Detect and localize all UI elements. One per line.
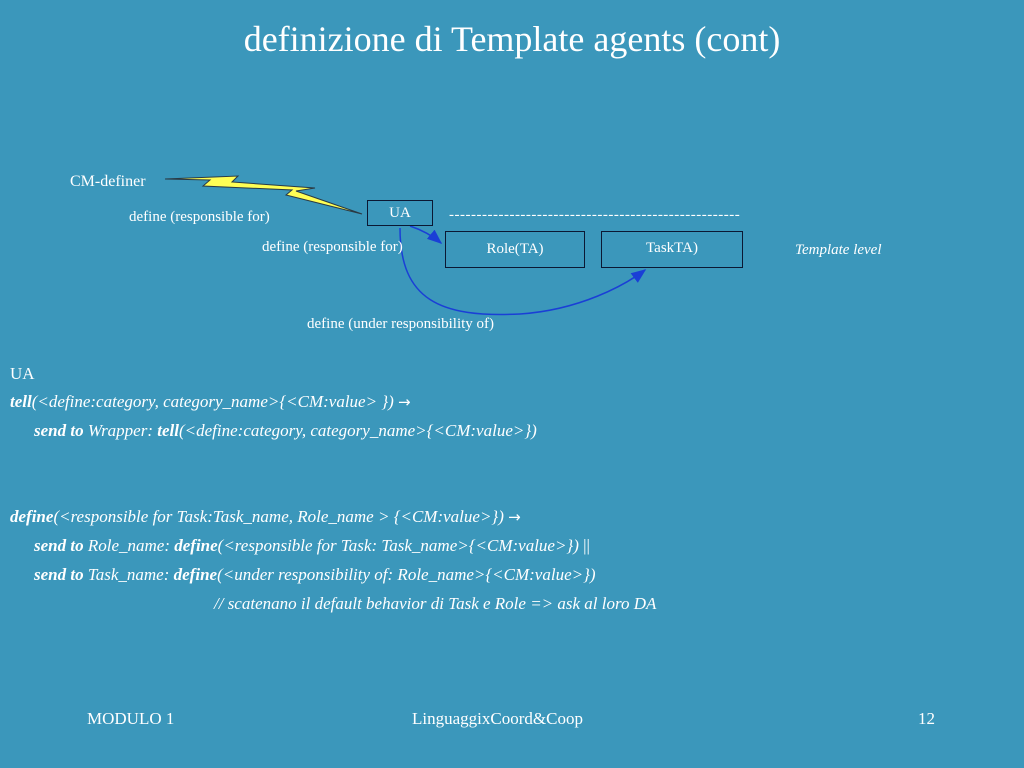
send-to-keyword: send to (34, 421, 84, 440)
implies-arrow-icon-2: → (508, 508, 521, 526)
wrapper-target: Wrapper: (83, 421, 158, 440)
send-role-line: send to Role_name: define(<responsible f… (34, 536, 590, 556)
cm-definer-label: CM-definer (70, 173, 146, 190)
edge-label-responsible-1: define (responsible for) (129, 209, 270, 225)
tell-keyword-2: tell (157, 421, 179, 440)
role-args: (<responsible for Task: Task_name>{<CM:v… (217, 536, 579, 555)
ua-to-role-arrow (409, 225, 443, 244)
footer-page-number: 12 (918, 709, 935, 728)
node-ua: UA (367, 200, 433, 226)
tell-keyword: tell (10, 392, 32, 411)
implies-arrow-icon: → (398, 393, 411, 411)
tell-line: tell(<define:category, category_name>{<C… (10, 392, 411, 412)
parallel-operator: || (578, 536, 590, 555)
define-keyword-2: define (174, 536, 218, 555)
comment-line: // scatenano il default behavior di Task… (214, 594, 657, 613)
define-keyword-3: define (173, 565, 218, 584)
define-line: define(<responsible for Task:Task_name, … (10, 507, 521, 527)
define-keyword: define (10, 507, 54, 526)
footer-course: LinguaggixCoord&Coop (412, 709, 583, 728)
node-task-ta: TaskTA) (601, 231, 743, 268)
template-level-label: Template level (795, 242, 882, 258)
send-to-keyword-3: send to (34, 565, 84, 584)
task-target: Task_name: (83, 565, 174, 584)
role-target: Role_name: (83, 536, 175, 555)
edge-label-responsible-2: define (responsible for) (262, 239, 403, 255)
slide-title: definizione di Template agents (cont) (243, 19, 781, 59)
edge-label-under-responsibility: define (under responsibility of) (307, 316, 495, 332)
template-level-separator: ----------------------------------------… (449, 207, 741, 223)
node-role-ta: Role(TA) (445, 231, 585, 268)
send-wrapper-line: send to Wrapper: tell(<define:category, … (34, 421, 537, 441)
ua-heading: UA (10, 364, 35, 383)
send-task-line: send to Task_name: define(<under respons… (34, 565, 596, 585)
define-args: (<responsible for Task:Task_name, Role_n… (53, 507, 504, 526)
footer-module: MODULO 1 (87, 709, 175, 728)
tell-args: (<define:category, category_name>{<CM:va… (31, 392, 394, 411)
task-args: (<under responsibility of: Role_name>{<C… (217, 565, 596, 584)
send-to-keyword-2: send to (34, 536, 84, 555)
wrapper-args: (<define:category, category_name>{<CM:va… (178, 421, 537, 440)
